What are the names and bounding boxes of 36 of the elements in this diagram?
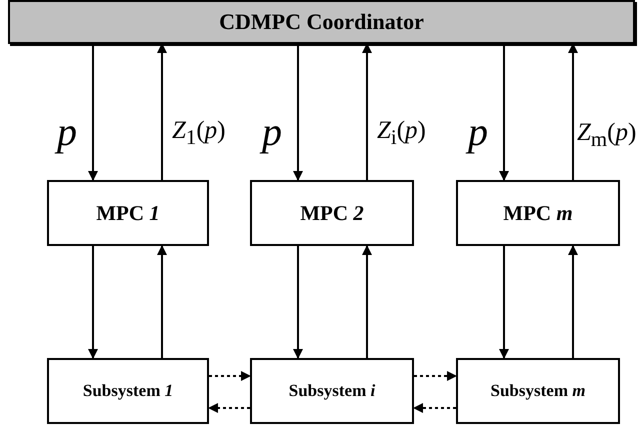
arrow	[362, 245, 372, 358]
edge-label: Z$_{m}$(p)	[577, 120, 636, 150]
subsystem-box	[456, 358, 620, 424]
controller-box	[47, 180, 209, 246]
subsystem-box	[250, 358, 414, 424]
subsystem-box	[47, 358, 209, 424]
arrow	[499, 44, 509, 181]
dashed-arrow	[413, 403, 456, 413]
edge-label: Z$_{i}$(p)	[377, 118, 426, 148]
dashed-arrow	[209, 371, 251, 381]
box-label: MPC 1	[96, 200, 160, 226]
arrow	[293, 246, 303, 359]
controller-box	[456, 180, 620, 246]
controller-box	[250, 180, 414, 246]
box-label: CDMPC Coordinator	[219, 9, 424, 35]
edge-label: p	[468, 112, 488, 152]
edge-label: Z$_{1}$(p)	[172, 118, 226, 148]
arrow	[499, 246, 509, 359]
box-label: Subsystem i	[288, 381, 376, 401]
arrow	[362, 43, 372, 180]
arrow	[157, 43, 167, 180]
box-label: MPC m	[503, 200, 573, 226]
dashed-arrow	[208, 403, 250, 413]
arrow	[293, 44, 303, 181]
arrow	[568, 43, 578, 180]
arrow	[157, 245, 167, 358]
box-label: MPC 2	[300, 200, 364, 226]
arrow	[88, 44, 98, 181]
box-label: Subsystem m	[490, 381, 586, 401]
edge-label: p	[57, 112, 77, 152]
box-label: Subsystem 1	[82, 381, 174, 401]
edge-label: p	[262, 112, 282, 152]
arrow	[88, 246, 98, 359]
arrow	[568, 245, 578, 358]
dashed-arrow	[414, 371, 457, 381]
coordinator-box	[8, 0, 635, 44]
